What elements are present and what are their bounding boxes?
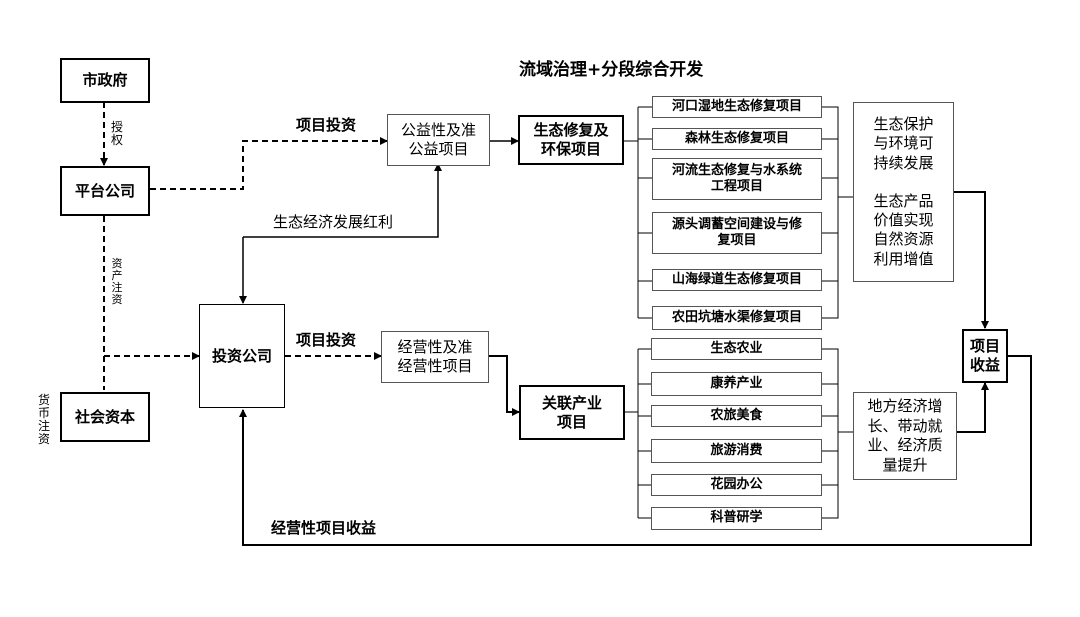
income-loop-arrow [239,355,1032,546]
eco-dividend-arrow-up [243,163,442,238]
commercial-node: 经营性及准 经营性项目 [381,331,489,383]
currency-injection-label: 货 币 注 资 [37,393,50,446]
eco-item: 山海绿道生态修复项目 [652,269,822,291]
econ-benefits-node: 地方经济增 长、带动就 业、经济质 量提升 [853,392,957,480]
industry-bracket-right [822,348,853,519]
eco-item: 河口湿地生态修复项目 [652,96,822,118]
commercial-income-label: 经营性项目收益 [271,519,377,537]
commercial-to-industry-arrow [489,355,520,416]
eco-item: 河流生态修复与水系统 工程项目 [652,158,822,200]
eco-benefits-node: 生态保护 与环境可 持续发展 生态产品 价值实现 自然资源 利用增值 [853,102,954,282]
industry-item: 花园办公 [651,474,822,496]
industry-item: 生态农业 [651,338,822,360]
diagram-title: 流域治理+分段综合开发 [519,60,704,80]
project-investment-label-mid: 项目投资 [296,331,357,349]
investment-node: 投资公司 [199,304,285,408]
eco-restoration-node: 生态修复及 环保项目 [518,115,624,165]
platform-investment-arrow [150,137,388,190]
authorize-label: 授 权 [110,120,123,147]
industry-item: 旅游消费 [651,439,822,463]
eco-benefit-to-income-arrow [954,191,989,329]
econ-benefit-to-income-arrow [957,382,989,433]
asset-injection-label: 资 产 注 资 [111,257,123,306]
social-capital-node: 社会资本 [60,392,150,442]
municipal-node: 市政府 [60,58,150,103]
eco-item: 农田坑塘水渠修复项目 [652,306,822,330]
eco-bracket-right [822,106,853,319]
eco-bracket-left [624,106,652,319]
related-industry-node: 关联产业 项目 [519,385,625,440]
industry-item: 康养产业 [651,372,822,396]
industry-item: 科普研学 [651,507,822,530]
eco-dividend-label: 生态经济发展红利 [273,213,394,231]
industry-item: 农旅美食 [651,405,822,427]
industry-bracket-left [625,348,651,519]
project-investment-label-top: 项目投资 [296,116,357,134]
eco-item: 森林生态修复项目 [652,128,822,150]
eco-item: 源头调蓄空间建设与修 复项目 [652,212,822,254]
public-benefit-node: 公益性及准 公益项目 [387,114,490,166]
project-income-node: 项目 收益 [962,329,1008,383]
platform-node: 平台公司 [60,166,150,216]
